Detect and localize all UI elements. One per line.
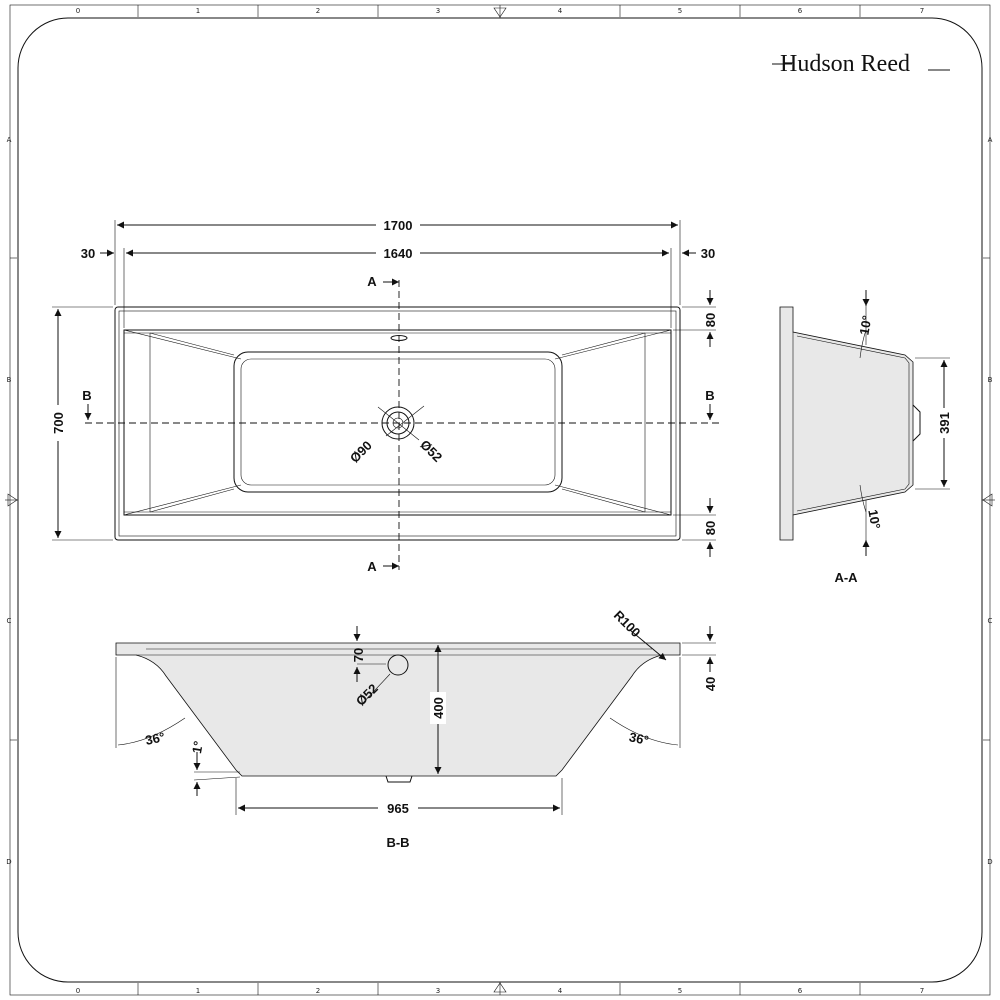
svg-text:0: 0 bbox=[76, 7, 80, 15]
svg-text:A: A bbox=[7, 136, 12, 144]
svg-text:391: 391 bbox=[937, 412, 952, 434]
section-a-bottom-label: A bbox=[367, 559, 377, 574]
svg-text:C: C bbox=[988, 617, 993, 625]
dim-80-top: 80 bbox=[673, 290, 718, 347]
section-bb-view: R100 70 Ø52 400 40 bbox=[115, 608, 718, 850]
svg-text:400: 400 bbox=[431, 697, 446, 719]
plan-inner-edge bbox=[123, 329, 672, 516]
section-b-left-label: B bbox=[82, 388, 91, 403]
svg-text:1°: 1° bbox=[189, 740, 206, 755]
svg-text:1640: 1640 bbox=[384, 246, 413, 261]
svg-text:B: B bbox=[7, 376, 12, 384]
grid-column-labels: 0 1 2 3 4 5 6 7 0 1 2 3 4 5 6 7 bbox=[76, 7, 924, 995]
dim-1640: 1640 30 30 bbox=[81, 244, 715, 328]
centre-mark-bottom bbox=[493, 982, 507, 995]
dim-700: 700 bbox=[50, 306, 113, 541]
waste-outer-dia: Ø90 bbox=[347, 438, 375, 466]
angle-36-left: 36° bbox=[115, 657, 186, 748]
dim-400: 400 bbox=[430, 645, 446, 774]
svg-text:D: D bbox=[987, 858, 992, 866]
svg-text:B: B bbox=[988, 376, 993, 384]
svg-text:10°: 10° bbox=[865, 508, 883, 530]
plan-basin-floor bbox=[233, 351, 563, 493]
svg-text:2: 2 bbox=[316, 7, 320, 15]
section-b-right-label: B bbox=[705, 388, 714, 403]
svg-text:10°: 10° bbox=[856, 314, 874, 336]
svg-text:4: 4 bbox=[558, 987, 563, 995]
svg-text:1: 1 bbox=[196, 7, 200, 15]
dim-965: 965 bbox=[235, 778, 563, 816]
plan-view: A A B B 1700 1640 30 30 bbox=[50, 216, 720, 574]
svg-text:965: 965 bbox=[387, 801, 409, 816]
svg-text:5: 5 bbox=[678, 7, 682, 15]
svg-text:4: 4 bbox=[558, 7, 563, 15]
grid-row-labels: A B C D A B C D bbox=[6, 136, 992, 866]
svg-text:1: 1 bbox=[196, 987, 200, 995]
svg-text:6: 6 bbox=[798, 7, 803, 15]
plan-outer-rim bbox=[114, 306, 681, 541]
angle-10-bottom: 10° bbox=[859, 484, 884, 556]
svg-text:3: 3 bbox=[436, 7, 440, 15]
dim-30-left: 30 bbox=[81, 246, 95, 261]
dim-391: 391 bbox=[915, 357, 952, 490]
dim-70: 70 bbox=[351, 626, 386, 682]
svg-text:C: C bbox=[7, 617, 12, 625]
svg-text:D: D bbox=[6, 858, 11, 866]
sheet-frame: 0 1 2 3 4 5 6 7 0 1 2 3 4 5 6 7 A B C D … bbox=[5, 4, 995, 996]
dim-40: 40 bbox=[682, 626, 718, 691]
section-aa-view: 391 10° 10° A-A bbox=[779, 290, 952, 585]
svg-text:7: 7 bbox=[920, 987, 924, 995]
svg-text:36°: 36° bbox=[144, 729, 166, 748]
centre-mark-left bbox=[5, 493, 18, 507]
angle-10-top: 10° bbox=[856, 290, 875, 359]
waste-inner-dia: Ø52 bbox=[417, 437, 445, 465]
svg-text:70: 70 bbox=[351, 648, 366, 662]
svg-text:80: 80 bbox=[703, 521, 718, 535]
svg-text:36°: 36° bbox=[628, 729, 650, 748]
svg-text:6: 6 bbox=[798, 987, 803, 995]
brand-name: Hudson Reed bbox=[780, 51, 910, 77]
dim-80-bottom: 80 bbox=[673, 498, 718, 557]
brand-logo: Hudson Reed bbox=[772, 51, 950, 77]
svg-text:0: 0 bbox=[76, 987, 80, 995]
svg-text:A: A bbox=[988, 136, 993, 144]
svg-text:R100: R100 bbox=[611, 608, 644, 641]
dim-30-right: 30 bbox=[701, 246, 715, 261]
angle-1-base: 1° bbox=[189, 740, 241, 796]
svg-text:700: 700 bbox=[51, 412, 66, 434]
svg-text:2: 2 bbox=[316, 987, 320, 995]
dim-1700: 1700 bbox=[114, 216, 681, 305]
centre-mark-right bbox=[982, 493, 995, 507]
svg-text:40: 40 bbox=[703, 677, 718, 691]
svg-text:7: 7 bbox=[920, 7, 924, 15]
angle-36-right: 36° bbox=[609, 657, 681, 748]
overflow-section-icon bbox=[387, 654, 409, 676]
svg-text:80: 80 bbox=[703, 313, 718, 327]
svg-text:1700: 1700 bbox=[384, 218, 413, 233]
svg-text:3: 3 bbox=[436, 987, 440, 995]
svg-text:5: 5 bbox=[678, 987, 682, 995]
section-bb-title: B-B bbox=[386, 835, 409, 850]
section-a-top-label: A bbox=[367, 274, 377, 289]
centre-mark-top bbox=[493, 5, 507, 18]
section-aa-title: A-A bbox=[834, 570, 858, 585]
